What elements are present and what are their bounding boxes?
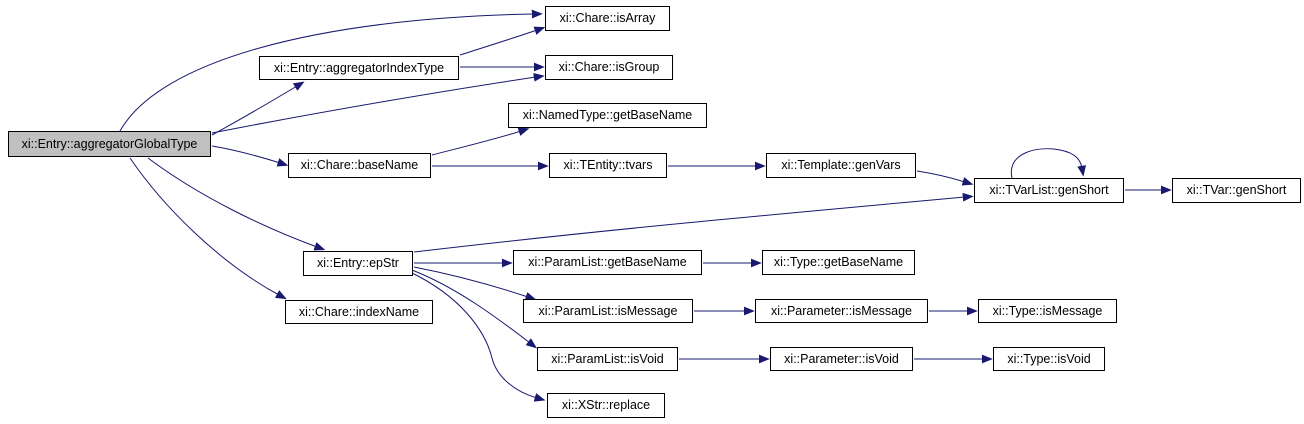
node-tvar-gen-short[interactable]: xi::TVar::genShort: [1172, 178, 1301, 203]
edge-epStr-tvarListGenShort: [413, 192, 974, 253]
edge-genVars-tvarListGenShort: [916, 170, 974, 186]
node-type-is-message[interactable]: xi::Type::isMessage: [978, 299, 1117, 323]
node-paramlist-is-message[interactable]: xi::ParamList::isMessage: [523, 299, 693, 323]
node-type-get-base-name[interactable]: xi::Type::getBaseName: [762, 250, 915, 275]
node-chare-index-name[interactable]: xi::Chare::indexName: [285, 300, 433, 324]
node-parameter-is-void[interactable]: xi::Parameter::isVoid: [770, 347, 913, 371]
edge-epStr-paramListIsMessage: [413, 266, 537, 301]
edge-baseName-namedTypeGetBaseName: [431, 127, 530, 156]
node-tentity-tvars[interactable]: xi::TEntity::tvars: [549, 153, 667, 178]
node-entry-aggregator-index-type[interactable]: xi::Entry::aggregatorIndexType: [259, 56, 459, 80]
node-chare-is-array[interactable]: xi::Chare::isArray: [545, 6, 670, 31]
node-xstr-replace[interactable]: xi::XStr::replace: [547, 393, 665, 418]
node-tvarlist-gen-short[interactable]: xi::TVarList::genShort: [974, 178, 1124, 203]
edge-aggregatorGlobalType-aggregatorIndexType: [211, 81, 305, 136]
node-namedtype-get-base-name[interactable]: xi::NamedType::getBaseName: [508, 103, 707, 128]
edge-aggregatorGlobalType-epStr: [147, 157, 326, 251]
node-chare-base-name[interactable]: xi::Chare::baseName: [288, 153, 431, 178]
node-chare-is-group[interactable]: xi::Chare::isGroup: [545, 55, 673, 80]
node-template-gen-vars[interactable]: xi::Template::genVars: [766, 153, 916, 178]
edge-tvarListGenShort-self-loop: [1010, 148, 1086, 179]
node-paramlist-is-void[interactable]: xi::ParamList::isVoid: [537, 347, 678, 371]
edge-aggregatorGlobalType-baseName: [211, 145, 289, 167]
node-paramlist-get-base-name[interactable]: xi::ParamList::getBaseName: [513, 250, 702, 275]
edge-aggregatorGlobalType-isArray: [119, 9, 543, 132]
edge-aggregatorIndexType-isArray: [459, 26, 546, 56]
node-type-is-void[interactable]: xi::Type::isVoid: [993, 347, 1105, 371]
edge-aggregatorGlobalType-isGroup: [211, 72, 545, 134]
node-entry-aggregator-global-type: xi::Entry::aggregatorGlobalType: [8, 131, 211, 157]
edge-aggregatorGlobalType-indexName: [129, 157, 287, 300]
node-entry-ep-str[interactable]: xi::Entry::epStr: [303, 251, 413, 276]
edge-epStr-paramListIsVoid: [411, 269, 537, 349]
edge-epStr-xstrReplace: [409, 271, 546, 402]
node-parameter-is-message[interactable]: xi::Parameter::isMessage: [755, 299, 928, 323]
